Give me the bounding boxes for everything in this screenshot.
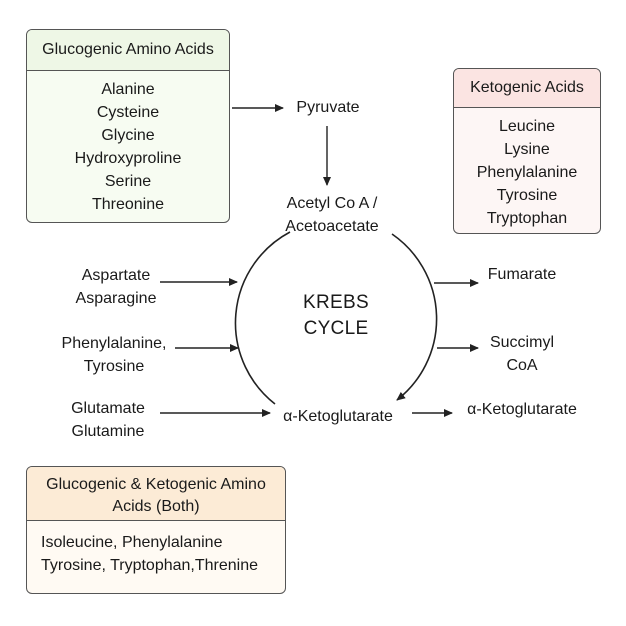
list-item: Tryptophan: [486, 210, 568, 227]
akg-right-label: α-Ketoglutarate: [467, 401, 577, 418]
aspartate-line1: Aspartate: [81, 267, 151, 284]
list-item: Tyrosine: [496, 187, 558, 204]
krebs-cycle-arc-left: [234, 231, 291, 405]
succinyl-line1: Succimyl: [489, 334, 554, 351]
pyruvate-label: Pyruvate: [296, 99, 360, 116]
acetyl-coa-label: Acetyl Co A / Acetoacetate: [262, 192, 402, 238]
list-item: Threonine: [91, 196, 165, 213]
both-box: Glucogenic & Ketogenic Amino Acids (Both…: [26, 466, 286, 594]
phe-line1: Phenylalanine,: [61, 335, 167, 352]
glutamate-label: Glutamate Glutamine: [52, 397, 164, 443]
both-body-line2: Tyrosine, Tryptophan,Threnine: [41, 557, 259, 574]
both-title-line1: Glucogenic & Ketogenic Amino: [46, 476, 266, 493]
both-list: Isoleucine, Phenylalanine Tyrosine, Tryp…: [27, 521, 285, 577]
glu-line1: Glutamate: [71, 400, 145, 417]
list-item: Lysine: [504, 141, 550, 158]
list-item: Phenylalanine: [476, 164, 578, 181]
acetyl-line2: Acetoacetate: [285, 218, 379, 235]
krebs-cycle-arc-right: [391, 233, 438, 401]
krebs-line1: KREBS: [303, 292, 369, 313]
list-item: Glycine: [101, 127, 155, 144]
both-body-line1: Isoleucine, Phenylalanine: [41, 534, 223, 551]
acetyl-line1: Acetyl Co A /: [286, 195, 378, 212]
krebs-cycle-title: KREBS CYCLE: [284, 290, 388, 342]
phe-line2: Tyrosine: [83, 358, 145, 375]
list-item: Alanine: [101, 81, 155, 98]
succinyl-line2: CoA: [506, 357, 538, 374]
list-item: Leucine: [498, 118, 556, 135]
glucogenic-box: Glucogenic Amino Acids Alanine Cysteine …: [26, 29, 230, 223]
glucogenic-box-header: Glucogenic Amino Acids: [27, 30, 229, 71]
list-item: Serine: [104, 173, 152, 190]
ketogenic-list: Leucine Lysine Phenylalanine Tyrosine Tr…: [454, 108, 600, 230]
ketogenic-box-header: Ketogenic Acids: [454, 69, 600, 108]
glu-line2: Glutamine: [71, 423, 145, 440]
ketogenic-title: Ketogenic Acids: [470, 79, 584, 96]
list-item: Hydroxyproline: [74, 150, 182, 167]
glucogenic-title: Glucogenic Amino Acids: [42, 41, 214, 58]
fumarate-label: Fumarate: [487, 266, 557, 283]
list-item: Cysteine: [96, 104, 160, 121]
aspartate-label: Aspartate Asparagine: [60, 264, 172, 310]
phenylalanine-label: Phenylalanine, Tyrosine: [52, 332, 176, 378]
both-box-header: Glucogenic & Ketogenic Amino Acids (Both…: [27, 467, 285, 521]
aspartate-line2: Asparagine: [75, 290, 157, 307]
succinyl-coa-label: Succimyl CoA: [480, 331, 564, 377]
glucogenic-list: Alanine Cysteine Glycine Hydroxyproline …: [27, 71, 229, 216]
akg-center-label: α-Ketoglutarate: [283, 408, 393, 425]
krebs-line2: CYCLE: [303, 318, 369, 339]
both-title-line2: Acids (Both): [112, 498, 200, 515]
ketogenic-box: Ketogenic Acids Leucine Lysine Phenylala…: [453, 68, 601, 234]
